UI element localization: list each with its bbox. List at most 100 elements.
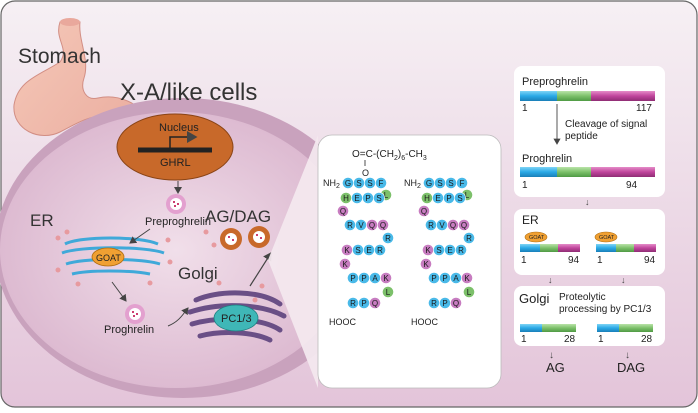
secretory-vesicles: [220, 226, 270, 250]
golgi-note-2: processing by PC1/3: [559, 304, 652, 315]
er-left-end: 94: [568, 255, 580, 266]
dag-residue-letter: P: [442, 274, 447, 283]
nucleus-label: Nucleus: [159, 122, 199, 134]
ag-residue-letter: L: [384, 191, 389, 200]
arrow-golgi-to-secretion: [249, 251, 272, 287]
er-processing-title: ER: [522, 213, 539, 227]
arrow-er-to-proghrelin: [111, 281, 127, 302]
ag-dag-label: AG/DAG: [205, 207, 271, 226]
goat-tag-left: [524, 231, 548, 243]
ag-residue-letter: A: [372, 274, 378, 283]
down-arrow-dag: ↓: [625, 350, 630, 361]
er-right-end: 94: [644, 255, 656, 266]
er-bar-left: [520, 244, 580, 252]
ag-residue-letter: S: [355, 246, 360, 255]
c-terminus-right: HOOC: [411, 317, 439, 327]
ag-residue-letter: Q: [369, 221, 375, 230]
dag-residue-letter: R: [458, 246, 464, 255]
dag-residue-bead: [456, 177, 468, 189]
zoom-wedge: [268, 135, 318, 388]
dag-residue-letter: G: [426, 179, 432, 188]
dag-residue-bead: [455, 244, 467, 256]
dag-residue-letter: R: [466, 234, 472, 243]
pc13-label: PC1/3: [221, 313, 252, 325]
dag-residue-letter: Q: [461, 221, 467, 230]
ag-residue-letter: R: [385, 234, 391, 243]
cell-body: [0, 98, 371, 398]
ag-residue-letter: P: [361, 299, 366, 308]
ag-residue-letter: Q: [380, 221, 386, 230]
dag-residue-letter: L: [465, 191, 470, 200]
preproghrelin-cell-label: Preproghrelin: [145, 216, 211, 228]
dag-residue-letter: Q: [450, 221, 456, 230]
ag-residue-bead: [382, 286, 394, 298]
golgi-label: Golgi: [178, 264, 218, 283]
dag-residue-letter: S: [457, 194, 462, 203]
er-right-start: 1: [597, 255, 603, 266]
dag-residue-letter: Q: [421, 207, 427, 216]
goat-label: GOAT: [96, 253, 121, 263]
er-bar-right: [596, 244, 656, 252]
dag-residue-bead: [420, 258, 432, 270]
golgi-right-start: 1: [598, 334, 604, 345]
ag-residue-letter: E: [354, 194, 359, 203]
ag-residue-bead: [382, 232, 394, 244]
transcription-arrow: [169, 131, 198, 150]
golgi-left-end: 28: [564, 334, 576, 345]
ghrl-label: GHRL: [160, 157, 191, 169]
ag-residue-bead: [337, 205, 349, 217]
octanoyl-group: O=C-(CH2)6-CH3: [352, 149, 427, 162]
proghrelin-title: Proghrelin: [522, 153, 572, 165]
dag-final-label: DAG: [617, 360, 645, 375]
ag-residue-letter: R: [347, 221, 353, 230]
cell-title: X-A/like cells: [120, 79, 257, 106]
golgi-bar-right: [597, 324, 653, 332]
c-terminus-left: HOOC: [329, 317, 357, 327]
preproghrelin-start: 1: [522, 103, 528, 114]
ag-residue-letter: Q: [372, 299, 378, 308]
ag-residue-letter: S: [356, 179, 361, 188]
dag-residue-letter: Q: [453, 299, 459, 308]
oxygen-label: O: [362, 168, 369, 178]
dag-residue-bead: [454, 192, 466, 204]
dag-residue-letter: A: [453, 274, 459, 283]
golgi-processing-title: Golgi: [519, 291, 549, 306]
goat-tag-left-label: GOAT: [529, 235, 545, 241]
down-arrow-3: ↓: [621, 275, 626, 285]
dag-residue-letter: P: [431, 274, 436, 283]
dag-residue-letter: R: [431, 299, 437, 308]
dag-residue-letter: R: [428, 221, 434, 230]
ag-residue-letter: K: [342, 260, 348, 269]
golgi-bar-left: [520, 324, 576, 332]
ag-final-label: AG: [546, 360, 565, 375]
arrow-proghrelin-to-golgi: [167, 307, 189, 327]
ag-residue-letter: F: [379, 179, 384, 188]
cleavage-note-2: peptide: [565, 131, 598, 142]
ag-residue-letter: V: [358, 221, 364, 230]
dag-residue-letter: H: [424, 194, 430, 203]
goat-tag-right: [594, 231, 618, 243]
dag-residue-bead: [463, 286, 475, 298]
down-arrow-1: ↓: [585, 197, 590, 207]
n-terminus-right: NH2: [404, 178, 421, 190]
ag-residue-bead: [374, 244, 386, 256]
dag-residue-bead: [463, 232, 475, 244]
ag-residue-letter: P: [365, 194, 370, 203]
proghrelin-vesicle: [125, 304, 145, 324]
preproghrelin-title: Preproghrelin: [522, 76, 588, 88]
proghrelin-cell-label: Proghrelin: [104, 324, 154, 336]
ag-residue-letter: G: [345, 179, 351, 188]
ag-residue-bead: [373, 192, 385, 204]
dag-residue-letter: S: [437, 179, 442, 188]
ag-residue-letter: S: [367, 179, 372, 188]
stomach-label: Stomach: [18, 45, 101, 68]
golgi-note-1: Proteolytic: [559, 292, 606, 303]
dag-residue-bead: [461, 272, 473, 284]
dag-residue-letter: L: [467, 288, 472, 297]
ag-residue-letter: Q: [340, 207, 346, 216]
dag-residue-letter: P: [442, 299, 447, 308]
n-terminus-left: NH2: [323, 178, 340, 190]
ag-residue-letter: P: [361, 274, 366, 283]
